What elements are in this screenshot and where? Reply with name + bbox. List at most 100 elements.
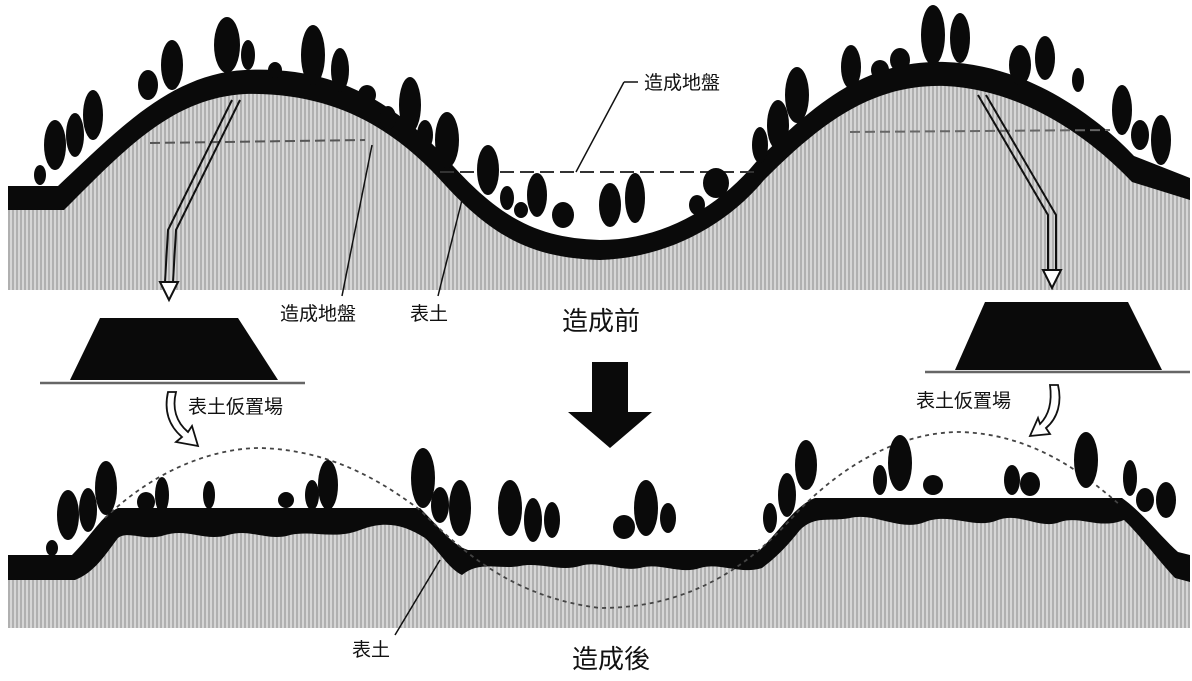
tree-icon — [767, 100, 789, 150]
tree-icon — [1035, 36, 1055, 80]
before-trees — [34, 5, 1171, 228]
tree-icon — [380, 106, 396, 130]
tree-icon — [95, 461, 117, 515]
leader-ground-top-right — [575, 81, 625, 173]
tree-icon — [524, 498, 542, 542]
after-topsoil-band — [8, 498, 1190, 582]
tree-icon — [1131, 120, 1149, 150]
label-ground-top-right: 造成地盤 — [644, 72, 720, 94]
tree-icon — [498, 480, 522, 536]
tree-icon — [1009, 45, 1031, 85]
down-arrow-icon — [568, 362, 652, 448]
tree-icon — [268, 62, 282, 78]
after-original-terrain — [104, 431, 1121, 609]
leader-ground-top-left — [341, 144, 373, 297]
tree-icon — [923, 475, 943, 495]
outline-arrow-icon — [1041, 269, 1063, 291]
tree-icon — [278, 492, 294, 508]
tree-icon — [552, 202, 574, 228]
tree-icon — [1112, 85, 1132, 135]
tree-icon — [871, 60, 889, 80]
tree-icon — [514, 202, 528, 218]
tree-icon — [921, 5, 945, 65]
leader-topsoil-top — [437, 199, 463, 297]
tree-icon — [46, 540, 58, 556]
tree-icon — [660, 503, 676, 533]
tree-icon — [34, 165, 46, 185]
tree-icon — [305, 480, 319, 510]
tree-icon — [599, 183, 621, 227]
tree-icon — [634, 480, 658, 536]
tree-icon — [689, 195, 705, 215]
after-section: 表土 造成後 — [8, 431, 1190, 675]
tree-icon — [138, 70, 158, 100]
before-ground-line-right — [849, 129, 1111, 133]
tree-icon — [1020, 472, 1040, 496]
tree-icon — [431, 487, 449, 523]
tree-icon — [625, 173, 645, 223]
label-topsoil-top: 表土 — [410, 303, 448, 325]
tree-icon — [399, 77, 421, 133]
tree-icon — [527, 173, 547, 217]
label-before: 造成前 — [562, 307, 640, 337]
after-soil — [8, 505, 1190, 628]
label-ground-top-left: 造成地盤 — [280, 303, 356, 325]
tree-icon — [613, 515, 635, 539]
tree-icon — [500, 186, 514, 210]
tree-icon — [873, 465, 887, 495]
tree-icon — [778, 473, 796, 517]
before-soil — [8, 71, 1190, 290]
tree-icon — [331, 48, 349, 92]
tree-icon — [890, 48, 910, 72]
tree-icon — [1004, 465, 1020, 495]
tree-icon — [449, 480, 471, 536]
tree-icon — [435, 112, 459, 168]
tree-icon — [752, 127, 768, 163]
tree-icon — [1074, 432, 1098, 488]
storage-right-pile — [955, 302, 1162, 370]
before-transport-lines — [164, 94, 1057, 283]
tree-icon — [1072, 68, 1084, 92]
tree-icon — [57, 490, 79, 540]
tree-icon — [214, 17, 240, 73]
before-ground-line-left — [149, 139, 366, 144]
outline-arrow-icon — [165, 391, 200, 448]
outline-arrow-icon — [1028, 384, 1061, 438]
tree-icon — [841, 45, 861, 89]
tree-icon — [137, 492, 155, 512]
tree-icon — [1156, 482, 1176, 518]
label-storage-left: 表土仮置場 — [188, 396, 283, 418]
tree-icon — [241, 40, 255, 70]
tree-icon — [203, 481, 215, 509]
tree-icon — [888, 435, 912, 491]
tree-icon — [544, 502, 560, 538]
tree-icon — [161, 40, 183, 90]
tree-icon — [950, 13, 970, 63]
tree-icon — [79, 488, 97, 532]
tree-icon — [358, 85, 376, 105]
storage-left-pile — [70, 318, 278, 380]
tree-icon — [703, 168, 729, 198]
tree-icon — [301, 25, 325, 85]
tree-icon — [1123, 460, 1137, 496]
tree-icon — [785, 67, 809, 123]
tree-icon — [795, 440, 817, 490]
leader-topsoil-bottom — [394, 559, 441, 636]
label-topsoil-bottom: 表土 — [352, 639, 390, 661]
tree-icon — [1151, 115, 1171, 165]
storage-right: 表土仮置場 — [916, 302, 1190, 438]
before-section: 造成地盤 造成地盤 表土 造成前 — [8, 5, 1190, 337]
tree-icon — [1136, 488, 1154, 512]
tree-icon — [318, 460, 338, 510]
tree-icon — [44, 120, 66, 170]
tree-icon — [66, 113, 84, 157]
label-after: 造成後 — [572, 645, 650, 675]
tree-icon — [411, 448, 435, 508]
tree-icon — [83, 90, 103, 140]
after-trees — [46, 432, 1176, 556]
label-storage-right: 表土仮置場 — [916, 390, 1011, 412]
tree-icon — [417, 120, 433, 150]
tree-icon — [477, 145, 499, 195]
tree-icon — [155, 477, 169, 513]
